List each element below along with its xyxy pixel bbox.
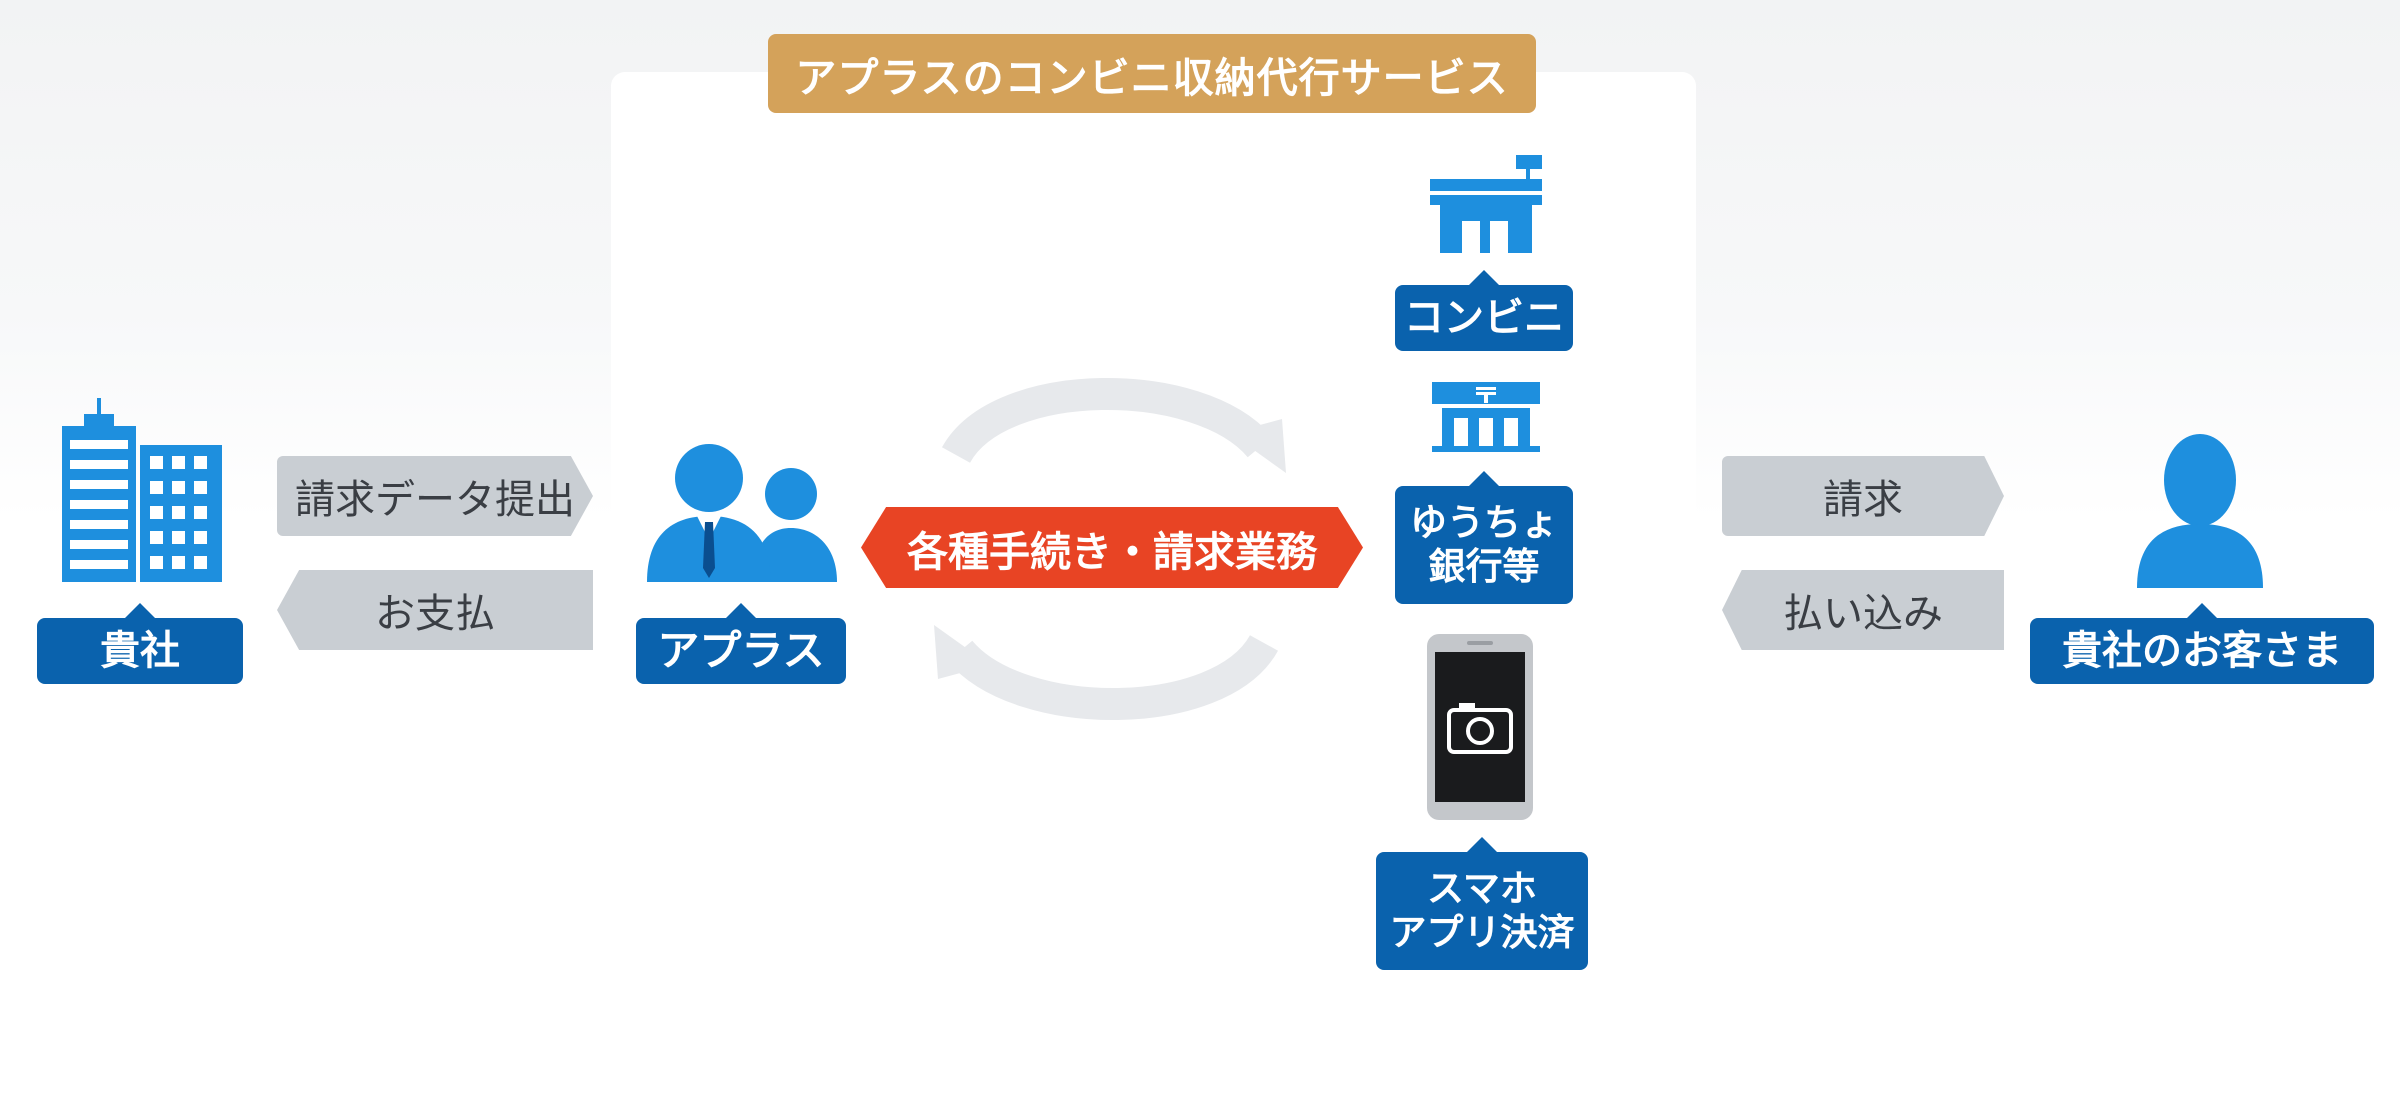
flow-pay-in-arrow: 払い込み xyxy=(1722,570,2004,650)
flow-payment-arrow: お支払 xyxy=(277,570,593,650)
business-people-icon xyxy=(647,444,837,582)
office-building-icon xyxy=(62,398,222,582)
post-office-icon xyxy=(1432,382,1540,452)
person-icon xyxy=(2137,434,2263,588)
circular-arrows-icon xyxy=(934,378,1286,720)
aplus-label: アプラス xyxy=(636,603,846,684)
smartphone-label: スマホアプリ決済 xyxy=(1376,837,1588,970)
postbank-label: ゆうちょ銀行等 xyxy=(1395,471,1573,604)
service-title: アプラスのコンビニ収納代行サービス xyxy=(768,34,1536,113)
flow-billing-arrow: 請求 xyxy=(1722,456,2004,536)
convenience-label: コンビニ xyxy=(1395,270,1573,351)
process-label: 各種手続き・請求業務 xyxy=(861,507,1363,588)
customer-label: 貴社のお客さま xyxy=(2030,603,2374,684)
company-label: 貴社 xyxy=(37,603,243,684)
convenience-store-icon xyxy=(1430,155,1542,253)
smartphone-camera-icon xyxy=(1427,634,1533,820)
flow-request-data-arrow: 請求データ提出 xyxy=(277,456,593,536)
